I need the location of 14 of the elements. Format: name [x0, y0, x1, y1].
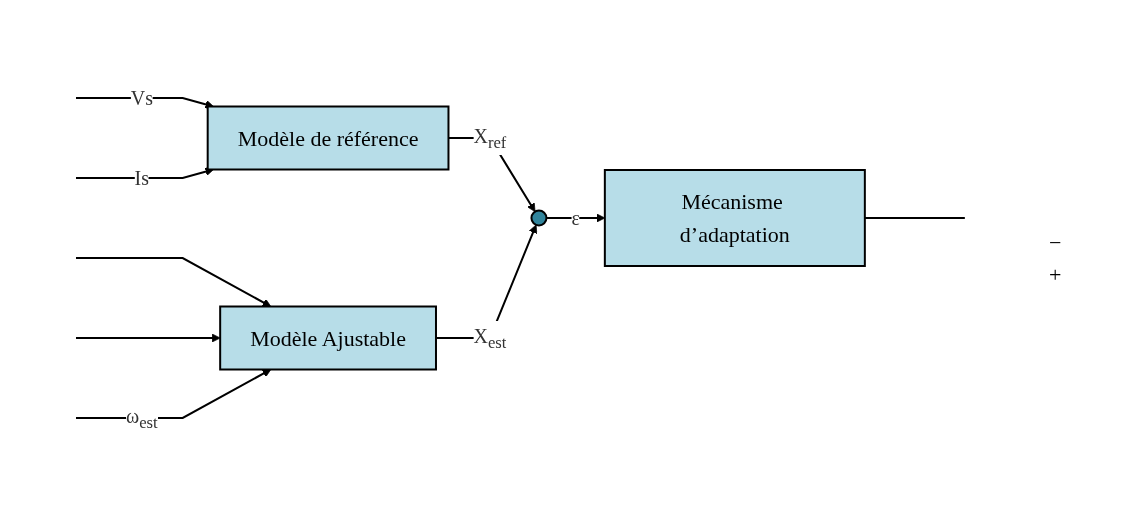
edge-label: X$_{ref}$ [473, 124, 507, 152]
node-box: Mécanisme d’adaptation [603, 168, 866, 267]
arrow [75, 333, 221, 342]
edge-label: Vs [130, 86, 154, 109]
edge-label: ω$_{est}$ [126, 404, 158, 432]
sign-label: − [1049, 229, 1063, 256]
node-box: Modèle Ajustable [219, 305, 438, 370]
edge-label: X$_{est}$ [473, 324, 507, 352]
node-circle [530, 209, 548, 226]
arrow [75, 256, 272, 307]
edge-label: Is [134, 166, 150, 189]
sign-label: + [1049, 261, 1063, 288]
edge-label: ε [571, 206, 580, 229]
node-box: Modèle de référence [206, 105, 450, 170]
